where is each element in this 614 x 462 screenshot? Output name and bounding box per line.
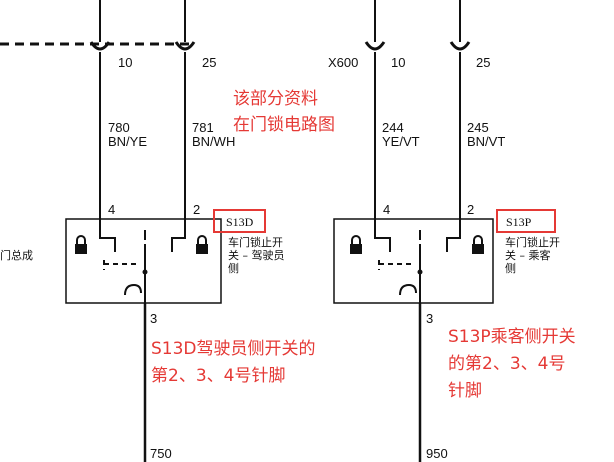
wire-code: 781 bbox=[192, 120, 214, 135]
unlock-icon bbox=[471, 235, 485, 255]
wire-code: 750 bbox=[150, 446, 172, 461]
contact-dot bbox=[417, 269, 423, 275]
terminal-label: 4 bbox=[108, 202, 115, 217]
id-highlight-box bbox=[496, 209, 556, 233]
wire-code: 245 bbox=[467, 120, 489, 135]
connector-cup bbox=[364, 41, 386, 51]
terminal-label: 3 bbox=[150, 311, 157, 326]
wire-color: BN/VT bbox=[467, 134, 505, 149]
terminal-label: 2 bbox=[467, 202, 474, 217]
right-note-line: 的第2、3、4号 bbox=[448, 354, 565, 374]
component-name-line: 侧 bbox=[228, 262, 239, 275]
terminal-label: 3 bbox=[426, 311, 433, 326]
mechanical-link bbox=[378, 260, 414, 270]
component-name-line: 关 – 乘客 bbox=[505, 248, 551, 262]
right-note-line: S13P乘客侧开关 bbox=[448, 327, 576, 347]
id-highlight-box bbox=[213, 209, 266, 233]
component-name-line: 车门锁止开 bbox=[505, 235, 560, 249]
top-note-line: 在门锁电路图 bbox=[233, 115, 335, 135]
connector-cup bbox=[89, 41, 111, 51]
left-switch-circuit: 10 25 780 BN/YE 781 BN/WH 4 2 3 750 S13D… bbox=[0, 0, 285, 462]
right-note-line: 针脚 bbox=[448, 381, 482, 401]
pin-label: 10 bbox=[118, 55, 132, 70]
lock-icon bbox=[349, 235, 363, 255]
wire-code: 244 bbox=[382, 120, 404, 135]
connector-label: X600 bbox=[328, 55, 358, 70]
connector-cup bbox=[174, 41, 196, 51]
terminal-label: 2 bbox=[193, 202, 200, 217]
wire-code: 780 bbox=[108, 120, 130, 135]
connector-cup bbox=[449, 41, 471, 51]
component-name-line: 关 – 驾驶员 bbox=[228, 248, 285, 262]
contact-dot bbox=[142, 269, 148, 275]
pin-label: 25 bbox=[476, 55, 490, 70]
internal-wire bbox=[99, 219, 116, 252]
top-note-line: 该部分资料 bbox=[233, 89, 318, 109]
switch-contact-hook bbox=[124, 280, 146, 303]
wire-code: 950 bbox=[426, 446, 448, 461]
internal-wire bbox=[171, 219, 186, 252]
edge-label: 门总成 bbox=[0, 248, 33, 262]
component-name-line: 车门锁止开 bbox=[228, 235, 283, 249]
wire-color: YE/VT bbox=[382, 134, 420, 149]
left-note-line: S13D驾驶员侧开关的 bbox=[151, 339, 316, 359]
wire-color: BN/WH bbox=[192, 134, 235, 149]
component-id: S13D bbox=[226, 215, 254, 229]
switch-box bbox=[333, 218, 494, 304]
lock-icon bbox=[74, 235, 88, 255]
component-id: S13P bbox=[506, 215, 532, 229]
switch-contact-hook bbox=[399, 280, 421, 303]
mechanical-link bbox=[103, 260, 139, 270]
switch-box bbox=[65, 218, 222, 304]
terminal-label: 4 bbox=[383, 202, 390, 217]
left-note-line: 第2、3、4号针脚 bbox=[151, 366, 285, 386]
internal-wire bbox=[374, 219, 391, 252]
internal-wire bbox=[446, 219, 461, 252]
right-switch-circuit: X600 10 25 244 YE/VT 245 BN/VT 4 2 3 950… bbox=[328, 0, 560, 462]
component-name-line: 侧 bbox=[505, 262, 516, 275]
pin-label: 25 bbox=[202, 55, 216, 70]
annotations: 该部分资料 在门锁电路图 S13D驾驶员侧开关的 第2、3、4号针脚 S13P乘… bbox=[151, 89, 576, 401]
pin-label: 10 bbox=[391, 55, 405, 70]
wire-color: BN/YE bbox=[108, 134, 147, 149]
unlock-icon bbox=[195, 235, 209, 255]
